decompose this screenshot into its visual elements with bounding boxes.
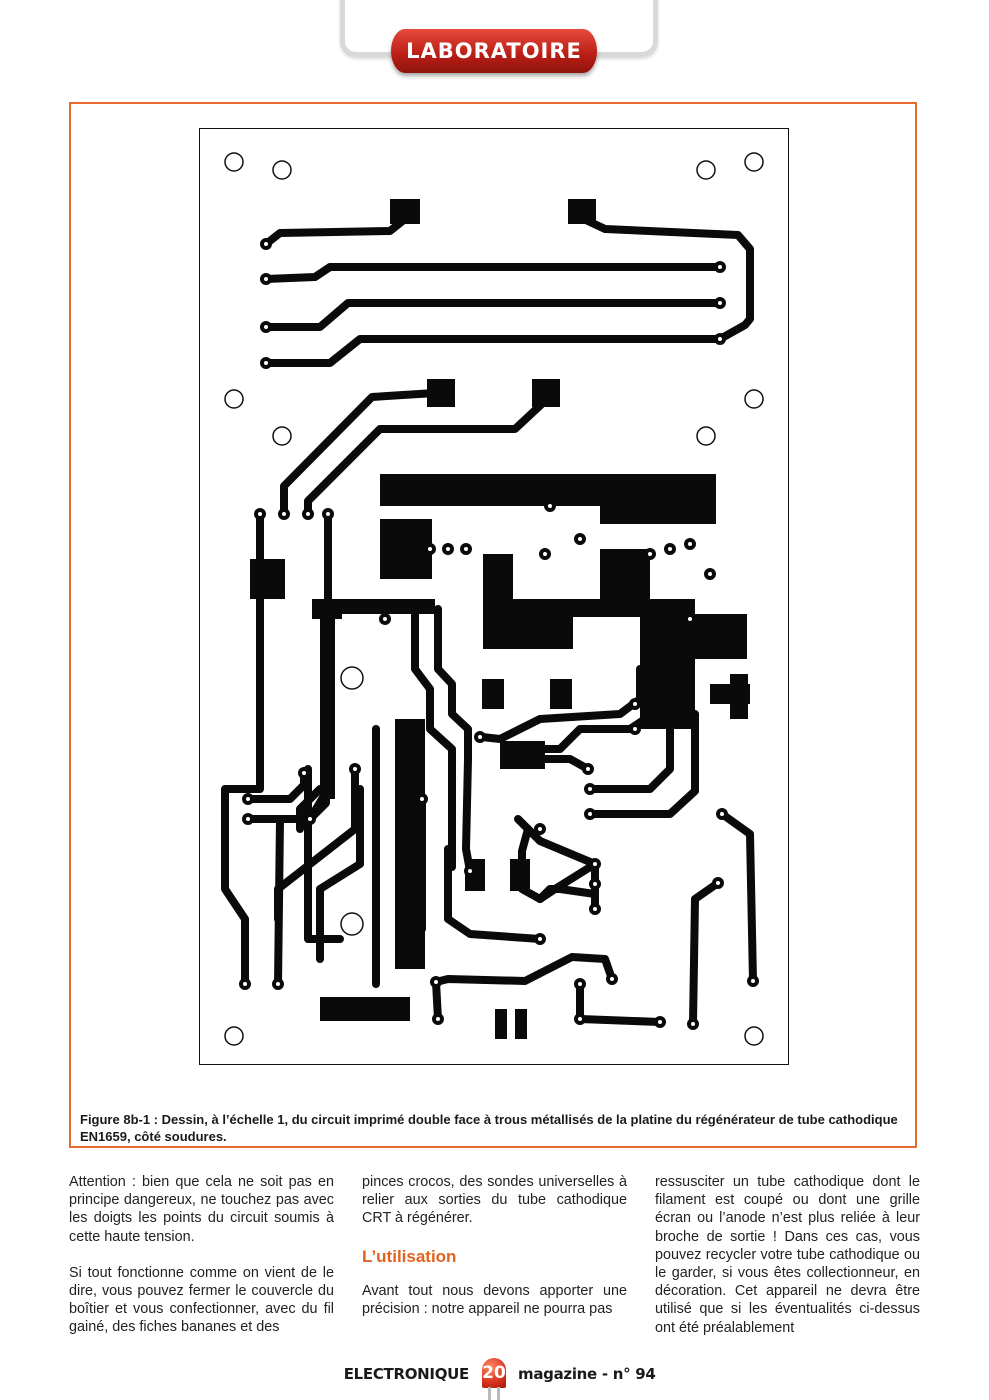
page-footer: ELECTRONIQUE 20 magazine - n° 94 (0, 1358, 989, 1400)
section-badge: LABORATOIRE (391, 29, 597, 73)
section-heading: L’utilisation (362, 1246, 457, 1266)
section-label: LABORATOIRE (406, 39, 582, 63)
page-number: 20 (482, 1363, 506, 1383)
led-leg (488, 1387, 491, 1400)
paragraph: ressusciter un tube cathodique dont le f… (655, 1174, 920, 1336)
paragraph: pinces crocos, des sondes universelles à… (362, 1174, 627, 1227)
pcb-layout-image (199, 128, 789, 1065)
article-column-3: ressusciter un tube cathodique dont le f… (655, 1173, 920, 1355)
paragraph: Attention : bien que cela ne soit pas en… (69, 1174, 334, 1245)
paragraph: Avant tout nous devons apporter une préc… (362, 1282, 627, 1317)
article-column-1: Attention : bien que cela ne soit pas en… (69, 1173, 334, 1355)
led-page-number-icon: 20 (481, 1358, 507, 1400)
pcb-traces-drawing (221, 152, 764, 1046)
led-body: 20 (482, 1358, 506, 1388)
magazine-name: ELECTRONIQUE (343, 1365, 470, 1383)
figure-caption: Figure 8b-1 : Dessin, à l’échelle 1, du … (80, 1112, 898, 1144)
led-leg (497, 1387, 500, 1400)
figure-frame (69, 102, 917, 1148)
issue-label: magazine - n° 94 (518, 1365, 656, 1383)
article-column-2: pinces crocos, des sondes universelles à… (362, 1173, 627, 1336)
paragraph: Si tout fonctionne comme on vient de le … (69, 1264, 334, 1336)
